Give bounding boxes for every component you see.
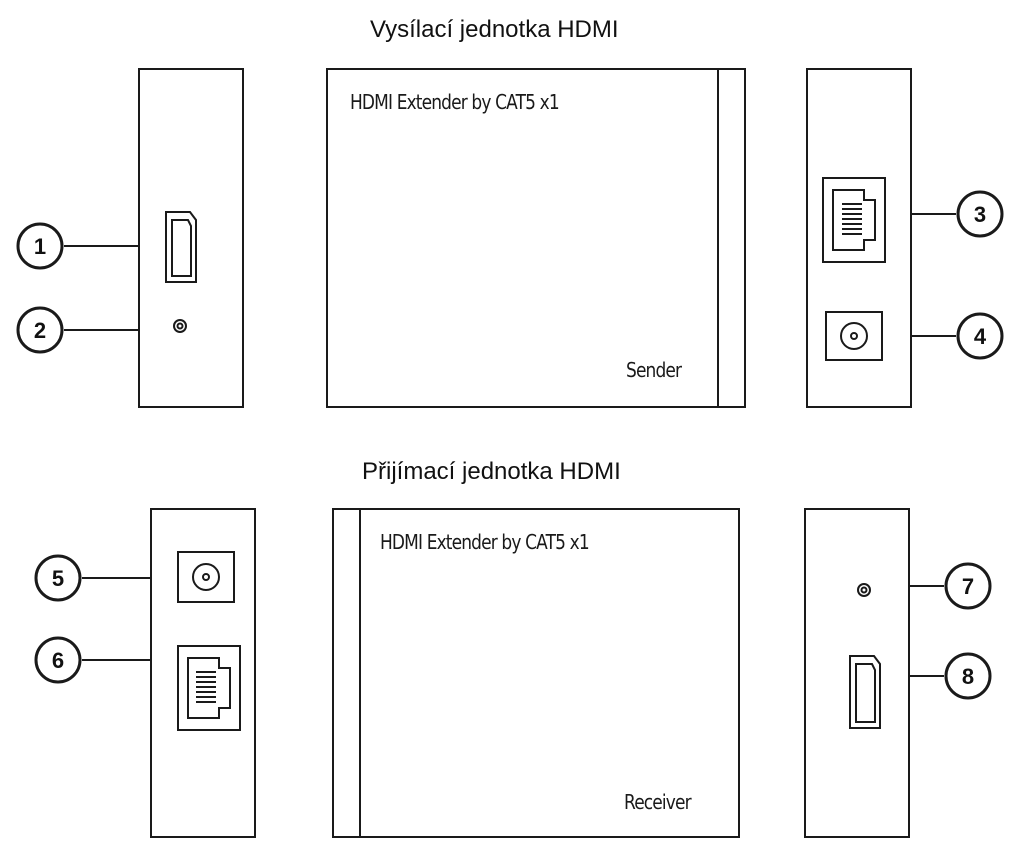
receiver-unit-name: Receiver [624,790,692,814]
callout-number-2: 2 [34,318,46,343]
callout-circle-8 [944,652,992,700]
callout-number-6: 6 [52,648,64,673]
callout-number-3: 3 [974,202,986,227]
sender-title: Vysílací jednotka HDMI [370,16,619,43]
callout-circle-2 [16,306,64,354]
sender-top-view [326,68,746,408]
callout-number-4: 4 [974,324,987,349]
callout-circle-1 [16,222,64,270]
receiver-left-panel [150,508,256,838]
callout-number-8: 8 [962,664,974,689]
callout-circle-3 [956,190,1004,238]
callout-number-1: 1 [34,234,46,259]
callout-number-7: 7 [962,574,974,599]
callout-circle-6 [34,636,82,684]
sender-right-panel [806,68,912,408]
callout-circle-4 [956,312,1004,360]
sender-left-panel [138,68,244,408]
callout-circle-7 [944,562,992,610]
receiver-right-panel [804,508,910,838]
sender-unit-name: Sender [626,358,682,382]
callout-circle-5 [34,554,82,602]
callout-number-5: 5 [52,566,64,591]
receiver-top-view [332,508,740,838]
receiver-title: Přijímací jednotka HDMI [362,458,621,485]
receiver-device-label: HDMI Extender by CAT5 x1 [380,530,590,554]
sender-device-label: HDMI Extender by CAT5 x1 [350,90,560,114]
